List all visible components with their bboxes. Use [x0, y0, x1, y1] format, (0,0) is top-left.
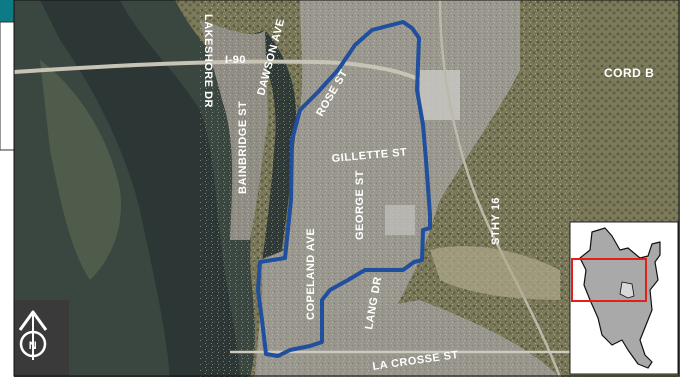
label-i90: I-90: [225, 54, 246, 66]
label-copeland-ave: COPELAND AVE: [305, 228, 317, 320]
label-sthy-16: STHY 16: [490, 197, 502, 245]
label-lakeshore-dr: LAKESHORE DR: [202, 14, 214, 108]
locator-extent-frame: [571, 258, 647, 302]
top-left-box: [0, 21, 15, 151]
label-george-st: GEORGE ST: [354, 170, 366, 240]
study-area-boundary[interactable]: [256, 20, 432, 358]
map-frame: [13, 0, 680, 377]
north-arrow-circle: [19, 330, 47, 358]
field-patch: [430, 246, 560, 300]
highway-i90: [13, 59, 421, 82]
urban-texture: [200, 0, 580, 377]
industrial-block-1: [420, 70, 460, 120]
north-arrow-head: [18, 310, 48, 331]
label-bainbridge-st: BAINBRIDGE ST: [237, 101, 249, 194]
industrial-block-2: [385, 205, 415, 235]
locator-inset: [569, 221, 679, 375]
north-arrow: N: [18, 310, 48, 360]
river-channel: [40, 0, 240, 377]
label-cord-b: CORD B: [604, 66, 654, 80]
north-arrow-letter: N: [29, 340, 37, 352]
top-left-tab: [0, 0, 14, 22]
river-islands: [40, 60, 121, 280]
locator-study-area: [619, 281, 635, 299]
highway-sthy16: [438, 0, 562, 377]
